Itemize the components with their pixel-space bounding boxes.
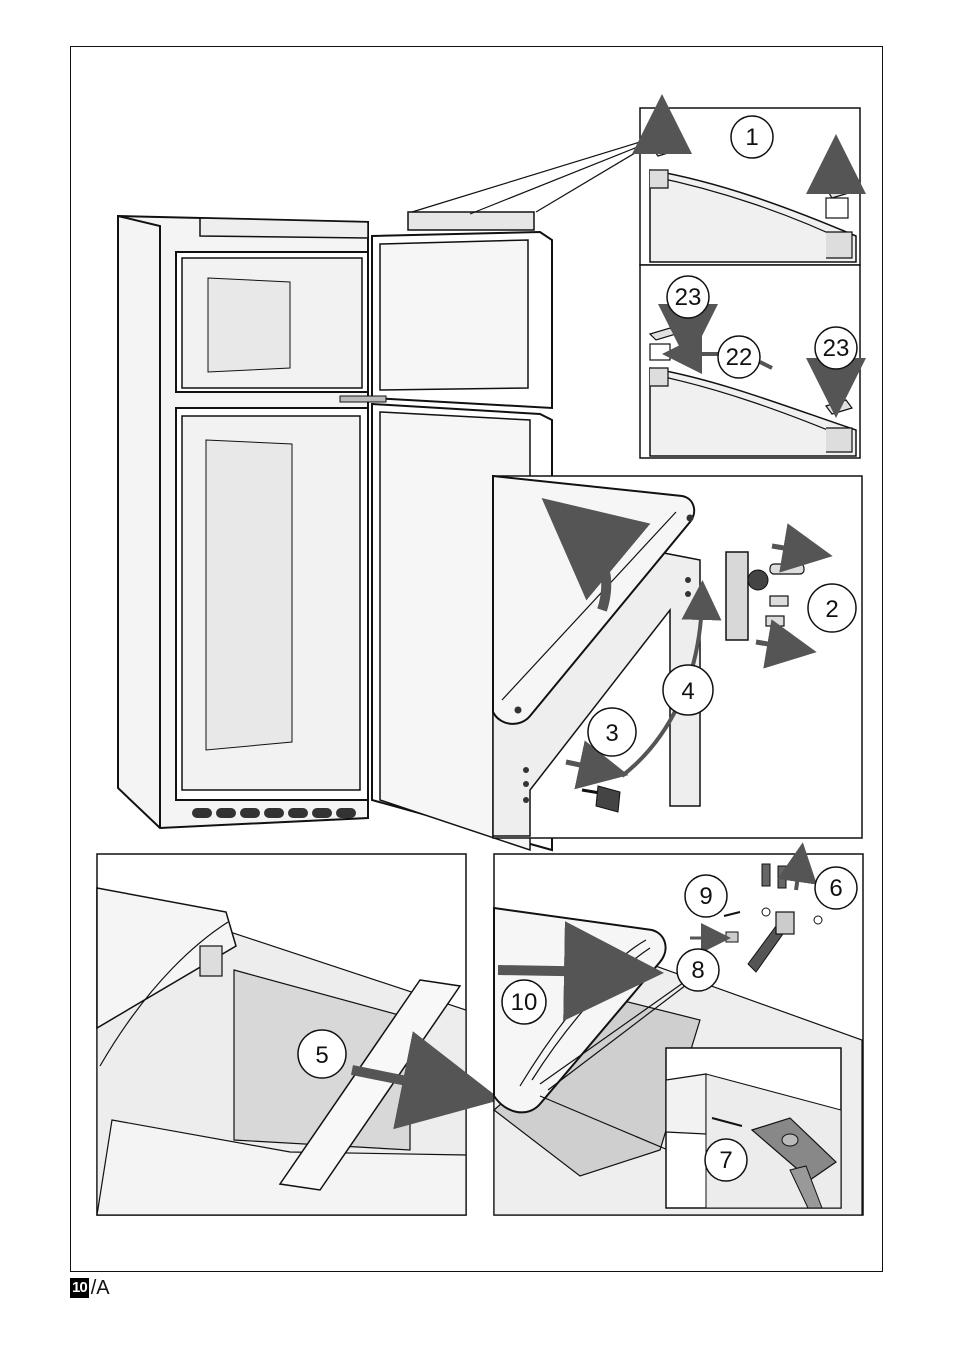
callout-4: 4	[681, 678, 694, 705]
callout-8: 8	[691, 957, 704, 984]
callout-10: 10	[511, 989, 538, 1016]
callout-9: 9	[699, 883, 712, 910]
page-number: 10	[70, 1278, 89, 1298]
fridge-body	[118, 216, 368, 828]
panel-step-22-23: 23 22 23	[640, 265, 860, 458]
panel-step-6-10: 6 9 8 10 7	[494, 854, 863, 1215]
callout-5: 5	[315, 1042, 328, 1069]
page-footer: 10 /A	[70, 1276, 110, 1300]
callout-7: 7	[719, 1147, 732, 1174]
callout-23-left: 23	[675, 284, 702, 311]
section-suffix: /A	[91, 1277, 110, 1300]
leader-lines	[412, 142, 640, 214]
callout-23-right: 23	[823, 335, 850, 362]
panel-step-5: 5	[97, 854, 466, 1215]
callout-3: 3	[605, 720, 618, 747]
callout-1: 1	[745, 124, 758, 151]
callout-2: 2	[825, 596, 838, 623]
panel-step-1: 1	[640, 108, 860, 265]
callout-6: 6	[829, 875, 842, 902]
callout-22: 22	[726, 344, 753, 371]
panel-step-2-3-4: 2 4 3	[493, 476, 862, 838]
